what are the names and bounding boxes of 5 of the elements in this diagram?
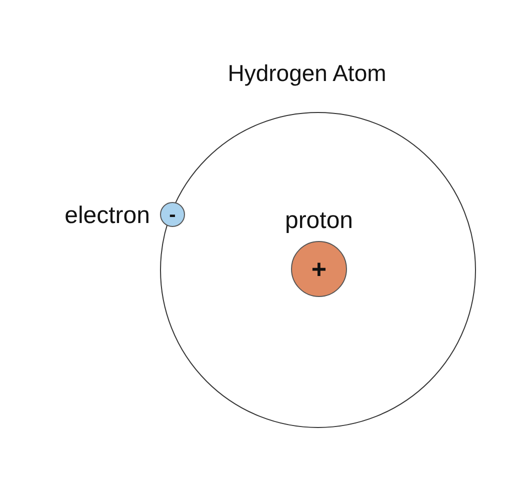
title: Hydrogen Atom	[228, 60, 386, 86]
plus-sign: +	[311, 256, 327, 282]
part-label: electron	[64, 204, 150, 228]
part-label: proton	[284, 209, 354, 233]
minus-sign: -	[169, 204, 176, 224]
